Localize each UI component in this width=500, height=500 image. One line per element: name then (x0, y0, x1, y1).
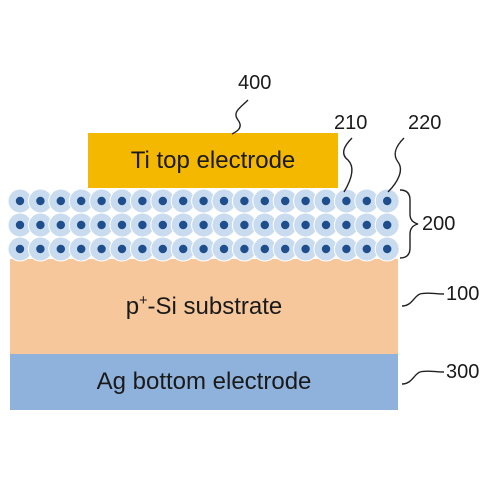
particle-core (321, 244, 331, 254)
particle-core (158, 196, 167, 206)
particle-core (281, 220, 290, 230)
particle-core (301, 196, 310, 206)
particle-core (260, 220, 269, 230)
particle-core (219, 244, 229, 254)
leader-line-220 (387, 137, 405, 193)
particle-core (383, 244, 392, 254)
substrate-label: p+-Si substrate (126, 293, 282, 321)
label-210: 210 (334, 112, 368, 134)
particle-core (117, 196, 127, 206)
label-100: 100 (446, 283, 480, 305)
particle-core (36, 220, 45, 230)
particle-core (321, 220, 331, 230)
particle-core (240, 244, 249, 254)
label-200: 200 (422, 213, 456, 235)
particle-core (342, 244, 351, 254)
substrate-label-superscript: + (139, 292, 148, 309)
particle-core (179, 196, 188, 206)
particle-core (383, 196, 392, 206)
particle-core (15, 220, 25, 230)
nanoparticle-layer (7, 188, 400, 262)
particle-core (117, 244, 127, 254)
particle-core (362, 196, 371, 206)
substrate-label-prefix: p (125, 292, 140, 320)
p-si-substrate-layer: p+-Si substrate (10, 259, 398, 354)
particle-core (260, 244, 269, 254)
particle-core (281, 196, 290, 206)
particle-core (138, 220, 147, 230)
leader-line-400 (231, 99, 249, 135)
particle-core (321, 196, 331, 206)
particle-core (301, 244, 310, 254)
particle-core (117, 220, 127, 230)
particle-core (260, 196, 269, 206)
particle-core (36, 196, 45, 206)
particle-core (56, 196, 65, 206)
particle-core (97, 220, 106, 230)
particle-core (240, 196, 249, 206)
brace-200 (399, 189, 419, 259)
particle-core (199, 196, 208, 206)
particle-core (219, 220, 229, 230)
ag-bottom-electrode-label: Ag bottom electrode (96, 368, 312, 395)
particle-core (383, 220, 392, 230)
particle-core (362, 244, 371, 254)
particle-core (15, 244, 25, 254)
particle-core (56, 220, 65, 230)
leader-line-300 (401, 370, 445, 385)
particle-core (342, 196, 351, 206)
particle-core (199, 244, 208, 254)
particle-core (77, 244, 86, 254)
substrate-label-suffix: -Si substrate (147, 292, 283, 320)
particle-core (362, 220, 371, 230)
particle-core (301, 220, 310, 230)
particle-core (179, 220, 188, 230)
label-300: 300 (446, 361, 480, 383)
particle-core (56, 244, 65, 254)
ti-top-electrode-label: Ti top electrode (130, 146, 296, 174)
particle-core (179, 244, 188, 254)
particle-core (342, 220, 351, 230)
ti-top-electrode-layer: Ti top electrode (88, 133, 338, 188)
leader-line-210 (342, 137, 353, 193)
particle-core (15, 196, 25, 206)
particle-core (77, 196, 86, 206)
particle-core (158, 220, 167, 230)
particle-core (158, 244, 167, 254)
particle-core (77, 220, 86, 230)
particle-core (281, 244, 290, 254)
particle-core (240, 220, 249, 230)
ag-bottom-electrode-layer: Ag bottom electrode (10, 354, 398, 410)
particle-core (97, 244, 106, 254)
label-400: 400 (238, 72, 272, 94)
particle-core (97, 196, 106, 206)
particle-core (199, 220, 208, 230)
particle-core (138, 196, 147, 206)
particle-core (36, 244, 45, 254)
particle-core (138, 244, 147, 254)
particle-core (219, 196, 229, 206)
leader-line-100 (401, 292, 445, 307)
label-220: 220 (408, 112, 442, 134)
